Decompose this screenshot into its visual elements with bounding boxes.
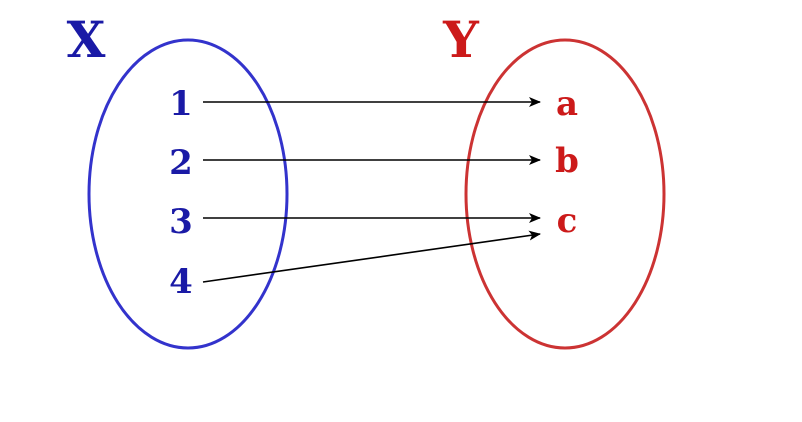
set-y-title: Y: [442, 10, 480, 69]
domain-element-3: 3: [169, 202, 193, 242]
set-y-ellipse: [464, 38, 666, 350]
domain-element-2: 2: [169, 143, 193, 183]
codomain-element-b: b: [555, 141, 579, 181]
domain-element-1: 1: [169, 84, 193, 124]
domain-element-4: 4: [169, 262, 193, 302]
set-x-title: X: [67, 10, 106, 69]
codomain-element-a: a: [556, 84, 578, 124]
codomain-element-c: c: [557, 201, 578, 241]
set-x-ellipse: [87, 38, 289, 350]
mapping-arrow-4-to-c: [202, 230, 541, 283]
